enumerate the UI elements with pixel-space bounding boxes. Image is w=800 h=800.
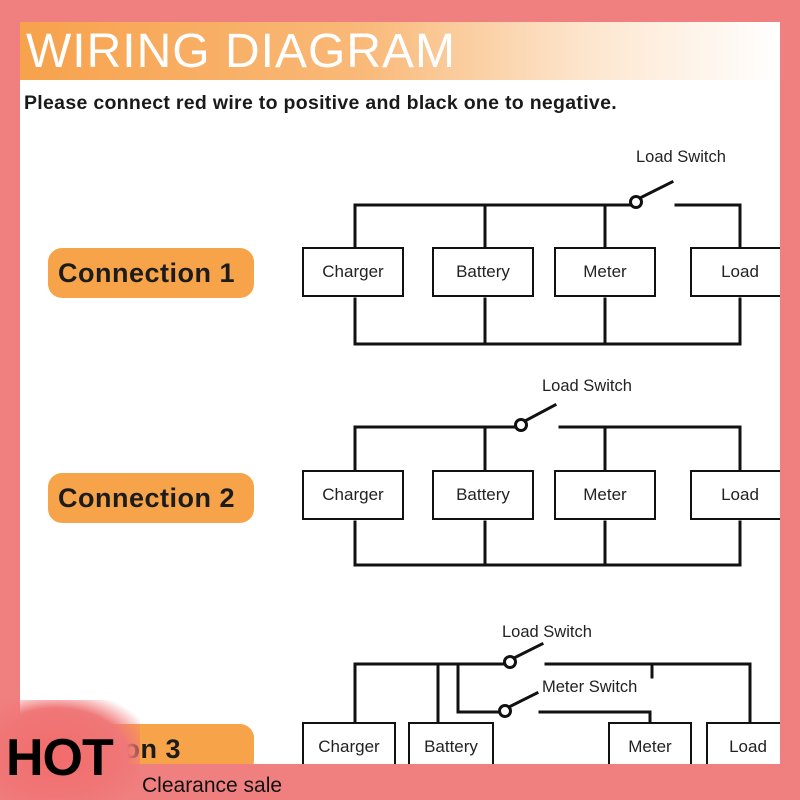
hot-badge-text: HOT: [6, 729, 114, 787]
title-band: WIRING DIAGRAM: [20, 22, 780, 80]
connection-2-label: Connection 2: [48, 473, 254, 523]
connection-1-meter-box: Meter: [554, 247, 656, 297]
connection-3-meter-box: Meter: [608, 722, 692, 764]
connection-2-wires: [353, 402, 742, 567]
connection-3-charger-box: Charger: [302, 722, 396, 764]
wiring-lines: [353, 179, 752, 724]
connection-3-load-switch-label: Load Switch: [502, 623, 592, 641]
connection-3-wires: [353, 641, 752, 724]
connection-1-wires: [353, 179, 742, 346]
connection-1-label: Connection 1: [48, 248, 254, 298]
connection-2-load-switch-label: Load Switch: [542, 377, 632, 395]
connection-1-charger-box: Charger: [302, 247, 404, 297]
connection-1-load-switch-label: Load Switch: [636, 148, 726, 166]
connection-2-battery-box: Battery: [432, 470, 534, 520]
connection-3-load-box: Load: [706, 722, 780, 764]
connection-1-battery-box: Battery: [432, 247, 534, 297]
clearance-sale-text: Clearance sale: [142, 774, 283, 797]
connection-3-battery-box: Battery: [408, 722, 494, 764]
connection-1-load-box: Load: [690, 247, 780, 297]
connection-3-meter-switch-label: Meter Switch: [540, 678, 640, 697]
diagram-frame: WIRING DIAGRAM Please connect red wire t…: [20, 22, 780, 764]
instruction-text: Please connect red wire to positive and …: [24, 92, 617, 114]
hot-badge-splash: [0, 700, 140, 800]
page-title: WIRING DIAGRAM: [26, 25, 456, 78]
connection-2-charger-box: Charger: [302, 470, 404, 520]
connection-2-load-box: Load: [690, 470, 780, 520]
connection-2-meter-box: Meter: [554, 470, 656, 520]
